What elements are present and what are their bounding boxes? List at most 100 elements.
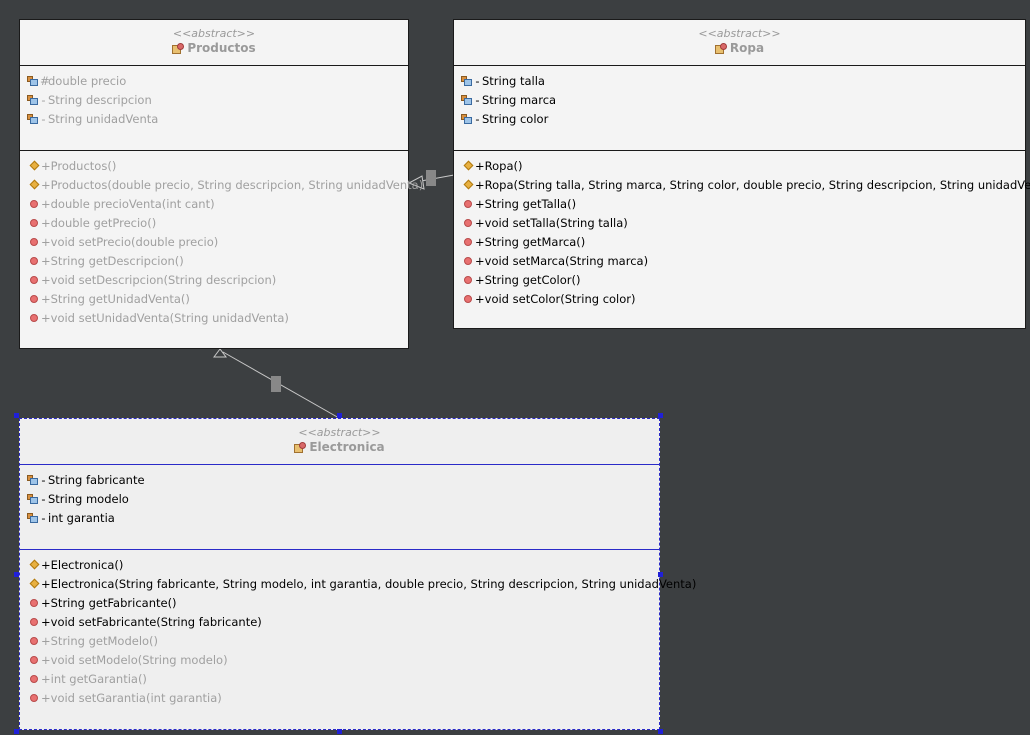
method-icon: [30, 275, 38, 284]
constructor-row[interactable]: +Electronica(String fabricante, String m…: [20, 574, 696, 593]
electronica-link-handle[interactable]: [271, 376, 281, 392]
member-signature: +Electronica(String fabricante, String m…: [41, 576, 697, 591]
method-row[interactable]: +String getColor(): [454, 270, 1025, 289]
member-signature: +void setColor(String color): [475, 291, 636, 306]
resize-handle-bottom-right[interactable]: [658, 729, 663, 734]
member-signature: String color: [482, 111, 549, 126]
method-row[interactable]: +String getDescripcion(): [20, 251, 408, 270]
resize-handle-bottom[interactable]: [337, 729, 342, 734]
method-row[interactable]: +void setFabricante(String fabricante): [20, 612, 659, 631]
class-icon: [714, 43, 727, 54]
class-electronica[interactable]: <<abstract>> Electronica -String fabrica…: [19, 418, 696, 730]
method-row[interactable]: +String getUnidadVenta(): [20, 289, 408, 308]
method-row[interactable]: +void setTalla(String talla): [454, 213, 1025, 232]
member-signature: String marca: [482, 92, 557, 107]
field-icon: [27, 94, 38, 105]
class-title: Ropa: [454, 40, 1025, 57]
constructor-row[interactable]: +Productos(double precio, String descrip…: [20, 175, 423, 194]
field-row[interactable]: -String color: [454, 109, 1025, 128]
class-icon: [172, 43, 185, 54]
electronica-inherits-productos-line[interactable]: [222, 351, 340, 419]
method-row[interactable]: +void setPrecio(double precio): [20, 232, 408, 251]
class-header: <<abstract>> Productos: [20, 20, 408, 66]
class-title: Electronica: [20, 439, 659, 456]
method-row[interactable]: +double getPrecio(): [20, 213, 408, 232]
method-row[interactable]: +int getGarantia(): [20, 669, 659, 688]
fields-compartment: -String fabricante-String modelo-int gar…: [20, 465, 659, 550]
resize-handle-top-right[interactable]: [658, 413, 663, 418]
member-signature: +Ropa(String talla, String marca, String…: [475, 177, 1030, 192]
method-row[interactable]: +void setDescripcion(String descripcion): [20, 270, 408, 289]
field-row[interactable]: -String unidadVenta: [20, 109, 408, 128]
constructor-icon: [29, 559, 40, 570]
member-signature: +Ropa(): [475, 158, 523, 173]
methods-compartment: +Productos() +Productos(double precio, St…: [20, 151, 423, 327]
class-ropa[interactable]: <<abstract>> Ropa -String talla-String m…: [453, 19, 1030, 329]
constructor-row[interactable]: +Productos(): [20, 156, 408, 175]
resize-handle-bottom-left[interactable]: [14, 729, 19, 734]
constructor-row[interactable]: +Ropa(String talla, String marca, String…: [454, 175, 1030, 194]
method-icon: [30, 199, 38, 208]
field-icon: [27, 474, 38, 485]
method-row[interactable]: +void setModelo(String modelo): [20, 650, 659, 669]
constructor-icon: [463, 160, 474, 171]
electronica-generalization-arrowhead: [213, 348, 227, 358]
field-row[interactable]: -String fabricante: [20, 470, 659, 489]
method-row[interactable]: +String getModelo(): [20, 631, 659, 650]
field-row[interactable]: -String marca: [454, 90, 1025, 109]
member-signature: +String getFabricante(): [41, 595, 177, 610]
method-icon: [30, 256, 38, 265]
field-row[interactable]: -int garantia: [20, 508, 659, 527]
constructor-row[interactable]: +Ropa(): [454, 156, 1025, 175]
method-row[interactable]: +void setGarantia(int garantia): [20, 688, 659, 707]
method-row[interactable]: +String getTalla(): [454, 194, 1025, 213]
member-signature: String modelo: [48, 491, 129, 506]
method-icon: [464, 237, 472, 246]
visibility-marker: -: [475, 92, 480, 107]
class-productos[interactable]: <<abstract>> Productos #double precio-St…: [19, 19, 423, 349]
field-row[interactable]: -String modelo: [20, 489, 659, 508]
method-row[interactable]: +void setColor(String color): [454, 289, 1025, 308]
method-icon: [464, 294, 472, 303]
method-icon: [30, 693, 38, 702]
method-row[interactable]: +String getFabricante(): [20, 593, 659, 612]
member-signature: +Productos(double precio, String descrip…: [41, 177, 424, 192]
resize-handle-top-left[interactable]: [14, 413, 19, 418]
member-signature: +void setFabricante(String fabricante): [41, 614, 262, 629]
method-icon: [464, 218, 472, 227]
fields-compartment: -String talla-String marca-String color: [454, 66, 1025, 151]
method-row[interactable]: +void setMarca(String marca): [454, 251, 1025, 270]
method-row[interactable]: +double precioVenta(int cant): [20, 194, 408, 213]
method-icon: [30, 294, 38, 303]
method-row[interactable]: +String getMarca(): [454, 232, 1025, 251]
class-stereotype: <<abstract>>: [298, 426, 381, 439]
member-signature: +void setTalla(String talla): [475, 215, 628, 230]
resize-handle-right[interactable]: [658, 572, 663, 577]
member-signature: String descripcion: [48, 92, 152, 107]
resize-handle-top[interactable]: [337, 413, 342, 418]
class-header: <<abstract>> Electronica: [20, 419, 659, 465]
field-icon: [27, 75, 38, 86]
class-header: <<abstract>> Ropa: [454, 20, 1025, 66]
class-icon: [294, 442, 307, 453]
field-icon: [27, 493, 38, 504]
class-stereotype: <<abstract>>: [698, 27, 781, 40]
ropa-link-handle[interactable]: [426, 170, 436, 186]
fields-compartment: #double precio-String descripcion-String…: [20, 66, 408, 151]
constructor-row[interactable]: +Electronica(): [20, 555, 659, 574]
field-row[interactable]: -String talla: [454, 71, 1025, 90]
member-signature: +String getUnidadVenta(): [41, 291, 190, 306]
class-name: Ropa: [729, 41, 765, 55]
visibility-marker: -: [41, 111, 46, 126]
member-signature: +int getGarantia(): [41, 671, 147, 686]
member-signature: String unidadVenta: [48, 111, 159, 126]
methods-compartment: +Ropa() +Ropa(String talla, String marca,…: [454, 151, 1030, 308]
method-icon: [464, 275, 472, 284]
member-signature: +Electronica(): [41, 557, 124, 572]
constructor-icon: [29, 160, 40, 171]
method-row[interactable]: +void setUnidadVenta(String unidadVenta): [20, 308, 408, 327]
field-row[interactable]: -String descripcion: [20, 90, 408, 109]
resize-handle-left[interactable]: [14, 572, 19, 577]
field-row[interactable]: #double precio: [20, 71, 408, 90]
